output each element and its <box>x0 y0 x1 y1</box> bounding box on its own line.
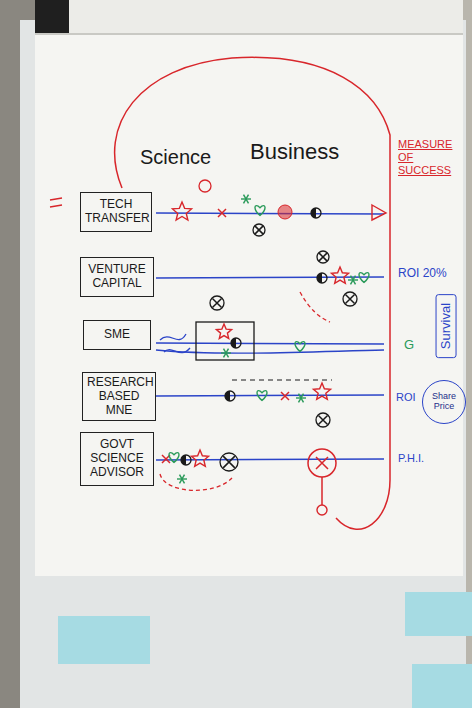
asterisk-mark <box>351 276 356 285</box>
asterisk-mark <box>180 475 185 484</box>
circled-cross <box>317 251 329 263</box>
timeline-line <box>156 277 384 278</box>
arrow-head <box>372 205 386 220</box>
dot-fill <box>317 273 322 283</box>
measure-note: ROI 20% <box>398 266 447 280</box>
stem-line <box>321 477 323 505</box>
column-heading: Business <box>250 139 339 165</box>
heart-mark <box>257 391 267 401</box>
sketch-marks <box>50 57 390 529</box>
sector-box: VENTURE CAPITAL <box>80 257 154 297</box>
star-mark <box>172 202 191 220</box>
circle-mark <box>199 180 211 192</box>
sector-box: GOVT SCIENCE ADVISOR <box>80 432 154 486</box>
measure-note: ROI <box>396 391 416 404</box>
measure-note: P.H.I. <box>398 452 424 465</box>
measure-note: G <box>404 337 414 353</box>
heart-mark <box>169 453 179 463</box>
asterisk-mark <box>224 349 229 358</box>
dashed-line <box>232 379 332 380</box>
asterisk-mark <box>351 276 356 285</box>
dot-fill <box>181 455 186 465</box>
circled-cross <box>343 292 357 306</box>
asterisk-mark <box>244 195 249 204</box>
sector-box: TECH TRANSFER <box>80 192 152 232</box>
cross-mark <box>316 457 328 469</box>
cross-mark <box>218 209 226 217</box>
cross-mark <box>345 294 354 303</box>
circle-mark <box>308 449 336 477</box>
dot-fill <box>231 338 236 348</box>
sticky-note <box>58 616 150 664</box>
scribble <box>160 334 190 353</box>
node-text: Survival <box>439 303 454 349</box>
heart-mark <box>359 273 369 283</box>
dot-mark <box>225 391 235 401</box>
node-text: GOVT SCIENCE ADVISOR <box>85 438 149 479</box>
measure-heading: MEASURE OF SUCCESS <box>398 138 464 178</box>
roll-edge <box>35 33 463 35</box>
node-text: SME <box>88 328 146 342</box>
cross-mark <box>212 298 221 307</box>
tick-marks <box>50 198 62 207</box>
dashed-curve <box>300 292 330 322</box>
circled-cross <box>253 224 265 236</box>
paper-sheet <box>35 28 463 576</box>
sector-box: SME <box>83 320 151 350</box>
timeline-line <box>156 213 384 214</box>
loop-curve <box>115 57 390 529</box>
measure-circle: Share Price <box>422 380 466 424</box>
star-mark <box>216 324 231 338</box>
circle-mark <box>317 505 327 515</box>
circled-cross <box>316 413 330 427</box>
cross-mark <box>319 253 327 261</box>
sketch-box <box>196 322 254 360</box>
filled-dot <box>278 205 292 219</box>
node-text: RESEARCH BASED MNE <box>87 376 151 417</box>
paper-roll <box>35 0 463 34</box>
asterisk-mark <box>299 394 304 403</box>
asterisk-mark <box>224 349 229 358</box>
circled-cross <box>220 453 238 471</box>
heart-mark <box>295 342 305 352</box>
measure-box: Survival <box>436 294 457 358</box>
star-mark <box>313 383 330 399</box>
whiteboard <box>20 20 466 708</box>
asterisk-mark <box>299 394 304 403</box>
dot-mark <box>181 455 191 465</box>
cross-mark <box>223 456 235 468</box>
circled-cross <box>210 296 224 310</box>
node-text: TECH TRANSFER <box>85 198 147 226</box>
timeline-line <box>156 395 384 396</box>
heart-mark <box>255 206 265 216</box>
cross-mark <box>281 392 289 400</box>
dashed-curve <box>160 474 232 490</box>
dot-mark <box>231 338 241 348</box>
star-mark <box>331 267 348 283</box>
column-heading: Science <box>140 145 211 169</box>
sector-box: RESEARCH BASED MNE <box>82 372 156 421</box>
sticky-note <box>412 664 472 708</box>
asterisk-mark <box>180 475 185 484</box>
dot-mark <box>311 208 321 218</box>
node-text: Share Price <box>432 392 456 412</box>
timeline-line <box>156 343 384 344</box>
dot-mark <box>317 273 327 283</box>
roll-cap <box>35 0 69 34</box>
timeline-line <box>156 350 384 353</box>
timeline-line <box>156 459 384 460</box>
star-mark <box>191 450 208 466</box>
node-text: VENTURE CAPITAL <box>85 263 149 291</box>
dot-fill <box>225 391 230 401</box>
asterisk-mark <box>244 195 249 204</box>
dot-fill <box>311 208 316 218</box>
cross-mark <box>318 415 327 424</box>
cross-mark <box>255 226 263 234</box>
sticky-note <box>405 592 472 636</box>
